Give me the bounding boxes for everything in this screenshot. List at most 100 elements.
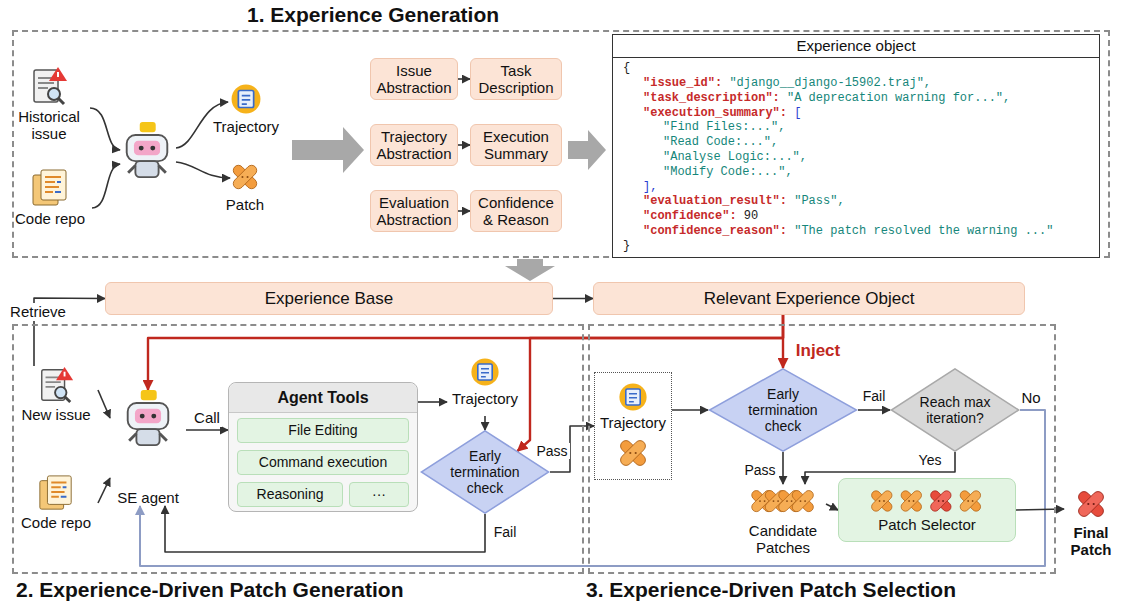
icon-label: Historical issue: [8, 108, 90, 143]
icon-node: Candidate Patches: [740, 484, 826, 556]
decision-diamond: Reach max iteration?: [890, 368, 1020, 452]
icon: [37, 474, 75, 512]
section-heading: 3. Experience-Driven Patch Selection: [586, 578, 956, 602]
edge-label: Pass: [742, 462, 777, 478]
icon: [747, 484, 819, 520]
code-value: "The patch resolved the warning ...": [794, 224, 1053, 238]
decision-label: Reach max iteration?: [915, 394, 995, 426]
connector: [858, 409, 890, 411]
decision-diamond: Early termination check: [420, 430, 550, 514]
icon: [867, 486, 987, 516]
tool-box: File Editing: [237, 418, 409, 443]
connector: [782, 452, 784, 484]
connector: [458, 210, 470, 212]
tool-box: Command execution: [237, 450, 409, 475]
edge-label: Pass: [534, 443, 569, 459]
code-key: "execution_summary":: [643, 106, 787, 120]
icon-node: Code repo: [14, 474, 98, 548]
tool-label: Reasoning: [242, 486, 338, 502]
process-box: Trajectory Abstraction: [370, 124, 458, 166]
box-label: Evaluation Abstraction: [375, 194, 453, 229]
icon-node: Patch: [210, 160, 280, 222]
icon-label: Code repo: [8, 210, 92, 227]
code-line: "evaluation_result":"Pass",: [613, 194, 1099, 209]
section-heading: 1. Experience Generation: [247, 3, 499, 27]
tool-label: File Editing: [242, 422, 404, 438]
code-line: }: [613, 239, 1099, 254]
connector: [826, 504, 838, 510]
code-value: }: [623, 239, 630, 253]
icon: [228, 160, 262, 194]
code-line: "Find Files:...",: [613, 120, 1099, 135]
code-key: "evaluation_result":: [643, 194, 787, 208]
decision-label: Early termination check: [741, 386, 825, 434]
icon-label: SE agent: [110, 489, 186, 506]
connector: [186, 429, 228, 431]
output-group: Trajectory: [594, 372, 672, 480]
icon: [469, 356, 501, 388]
code-key: "task_description":: [643, 91, 780, 105]
code-panel: Experience object{"issue_id":"django__dj…: [612, 34, 1100, 258]
tool-box: ···: [349, 482, 409, 507]
edge-label: Fail: [861, 388, 888, 404]
icon: [29, 66, 69, 106]
connector: [418, 401, 447, 403]
icon: [37, 366, 75, 404]
code-value: 90: [744, 209, 758, 223]
box-label: Trajectory Abstraction: [375, 128, 453, 163]
code-key: "confidence":: [643, 209, 737, 223]
connector: [34, 298, 105, 366]
code-line: ],: [613, 180, 1099, 195]
icon-node: Code repo: [8, 168, 92, 250]
icon-label: Code repo: [14, 514, 98, 531]
edge-label: Retrieve: [8, 303, 68, 320]
process-box: Evaluation Abstraction: [370, 190, 458, 232]
flow-curve: [92, 164, 120, 208]
code-value: "A deprecation warning for...",: [787, 91, 1010, 105]
annotation: Inject: [794, 341, 842, 361]
connector: [553, 298, 593, 300]
icon-node: SE agent: [110, 390, 186, 506]
panel-heading: Agent Tools: [229, 383, 417, 413]
tool-panel: Agent ToolsFile EditingCommand execution…: [228, 382, 418, 512]
icon-label: Trajectory: [447, 390, 523, 407]
icon-node: Historical issue: [8, 66, 90, 146]
code-block: {"issue_id": "django__django-15902.traj",…: [613, 58, 1099, 256]
connector: [1016, 509, 1064, 510]
icon-node: Trajectory: [447, 356, 523, 416]
flow-curve: [176, 162, 230, 178]
box-label: Relevant Experience Object: [598, 289, 1020, 309]
connector: [518, 315, 784, 451]
process-box: Confidence & Reason: [470, 190, 562, 232]
icon-node: Final Patch: [1064, 486, 1118, 564]
decision-label: Early termination check: [443, 448, 527, 496]
code-value: ],: [643, 180, 657, 194]
process-box: Task Description: [470, 58, 562, 100]
tool-label: ···: [354, 486, 404, 502]
tool-box: Reasoning: [237, 482, 343, 507]
code-key: "issue_id":: [643, 76, 722, 90]
process-box: Execution Summary: [470, 124, 562, 166]
code-line: "confidence_reason": "The patch resolved …: [613, 224, 1099, 239]
section-frame: 3. Experience-Driven Patch SelectionTraj…: [588, 324, 1056, 574]
icon-label: Final Patch: [1064, 524, 1118, 559]
code-value: "django__django-15902.traj",: [729, 76, 931, 90]
tool-label: Command execution: [242, 454, 404, 470]
icon-node: New issue: [14, 366, 98, 434]
connector: [98, 390, 110, 418]
icon-node: Trajectory: [206, 82, 286, 144]
code-line: {: [613, 61, 1099, 76]
box-label: Patch Selector: [843, 516, 1011, 533]
agent-icon: [127, 122, 168, 177]
process-arrow: [568, 130, 606, 170]
flow-curve: [90, 108, 120, 150]
edge-label: No: [1019, 389, 1042, 406]
code-line: "Read Code:...",: [613, 135, 1099, 150]
code-line: "Modify Code:...",: [613, 165, 1099, 180]
icon: [119, 390, 177, 448]
icon: [617, 381, 649, 413]
code-key: "confidence_reason":: [643, 224, 787, 238]
code-line: "execution_summary":[: [613, 106, 1099, 121]
code-line: "task_description": "A deprecation warnin…: [613, 91, 1099, 106]
